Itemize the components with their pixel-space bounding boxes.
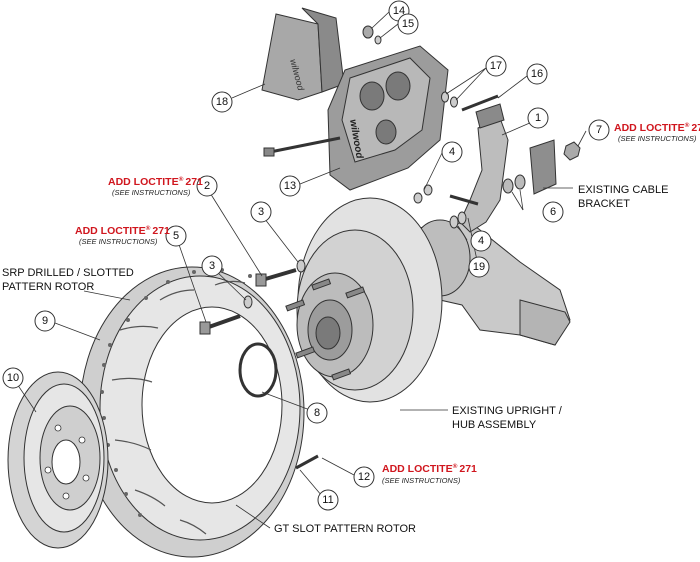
label-srp-rotor-2: PATTERN ROTOR (2, 281, 94, 293)
svg-text:2: 2 (204, 180, 210, 192)
svg-text:16: 16 (531, 68, 543, 80)
svg-text:ADD LOCTITE®271: ADD LOCTITE®271 (75, 224, 170, 237)
svg-text:13: 13 (284, 180, 296, 192)
svg-text:1: 1 (535, 112, 541, 124)
svg-text:15: 15 (402, 18, 414, 30)
callout-8: 8 (306, 402, 328, 424)
srp-pattern-rotor (7, 371, 109, 549)
svg-text:5: 5 (173, 230, 179, 242)
callout-11: 11 (317, 489, 339, 511)
callout-3-lower: 3 (201, 255, 223, 277)
svg-text:(SEE INSTRUCTIONS): (SEE INSTRUCTIONS) (618, 134, 697, 143)
callout-18: 18 (211, 91, 233, 113)
callout-6: 6 (542, 201, 564, 223)
label-existing-upright-1: EXISTING UPRIGHT / (452, 405, 563, 417)
callout-5: 5 (165, 225, 187, 247)
svg-text:18: 18 (216, 96, 228, 108)
label-srp-rotor-1: SRP DRILLED / SLOTTED (2, 267, 134, 279)
callout-13: 13 (279, 175, 301, 197)
callout-7: 7 (588, 119, 610, 141)
callout-2: 2 (196, 175, 218, 197)
loctite-note-7: ADD LOCTITE®271 (SEE INSTRUCTIONS) (614, 121, 700, 143)
cable-bracket (529, 139, 557, 195)
svg-text:6: 6 (550, 206, 556, 218)
svg-text:3: 3 (258, 206, 264, 218)
svg-text:19: 19 (473, 261, 485, 273)
callout-10: 10 (2, 367, 24, 389)
svg-text:ADD LOCTITE®271: ADD LOCTITE®271 (108, 175, 203, 188)
svg-text:14: 14 (393, 5, 405, 17)
svg-text:11: 11 (322, 494, 333, 506)
svg-text:12: 12 (358, 471, 370, 483)
svg-text:17: 17 (490, 60, 502, 72)
svg-text:3: 3 (209, 260, 215, 272)
hardware (199, 25, 581, 470)
loctite-note-12: ADD LOCTITE®271 (SEE INSTRUCTIONS) (382, 462, 477, 485)
callout-15: 15 (397, 13, 419, 35)
svg-text:10: 10 (7, 372, 19, 384)
callout-4-lower: 4 (470, 230, 492, 252)
svg-text:4: 4 (449, 146, 455, 158)
callout-4-upper: 4 (441, 141, 463, 163)
svg-text:9: 9 (42, 315, 48, 327)
svg-text:(SEE INSTRUCTIONS): (SEE INSTRUCTIONS) (112, 188, 191, 197)
callout-12: 12 (353, 466, 375, 488)
svg-text:ADD LOCTITE®271: ADD LOCTITE®271 (382, 462, 477, 475)
callout-3-upper: 3 (250, 201, 272, 223)
label-existing-cable-bracket-2: BRACKET (578, 198, 630, 210)
label-gt-slot-rotor: GT SLOT PATTERN ROTOR (274, 523, 416, 535)
hub-assembly (285, 197, 443, 403)
callout-1: 1 (527, 107, 549, 129)
callout-9: 9 (34, 310, 56, 332)
svg-text:7: 7 (596, 124, 602, 136)
svg-text:ADD LOCTITE®271: ADD LOCTITE®271 (614, 121, 700, 134)
caliper: wilwood (263, 45, 449, 191)
svg-text:4: 4 (478, 235, 484, 247)
gt-slot-rotor (79, 266, 305, 558)
label-existing-upright-2: HUB ASSEMBLY (452, 419, 537, 431)
svg-text:8: 8 (314, 407, 320, 419)
svg-text:(SEE INSTRUCTIONS): (SEE INSTRUCTIONS) (79, 237, 158, 246)
brake-pads: wilwood (261, 7, 345, 101)
callout-19: 19 (468, 256, 490, 278)
callout-16: 16 (526, 63, 548, 85)
loctite-note-2: ADD LOCTITE®271 (SEE INSTRUCTIONS) (108, 175, 203, 197)
callout-17: 17 (485, 55, 507, 77)
leader-lines (12, 11, 587, 529)
loctite-note-5: ADD LOCTITE®271 (SEE INSTRUCTIONS) (75, 224, 170, 246)
caliper-bracket (459, 103, 509, 233)
svg-text:(SEE INSTRUCTIONS): (SEE INSTRUCTIONS) (382, 476, 461, 485)
label-existing-cable-bracket-1: EXISTING CABLE (578, 184, 668, 196)
